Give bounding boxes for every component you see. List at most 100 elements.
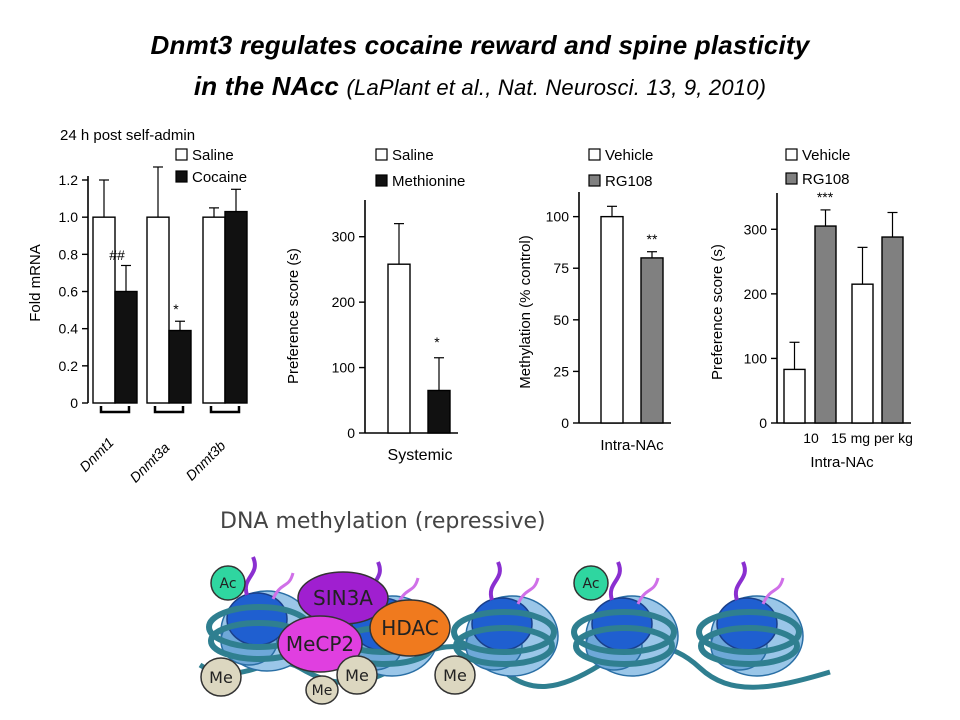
bar-saline-1 [92,216,116,404]
histone-tail [271,572,295,600]
group-bracket [99,406,131,414]
histone-core-front [471,597,533,651]
y-tick-label: 200 [332,294,356,310]
legend-swatch [588,148,601,161]
y-tick-label: 300 [332,229,356,245]
y-axis-label: Preference score (s) [285,248,302,384]
me-marker-shape [336,655,378,695]
slide-title-line2: in the NAcc (LaPlant et al., Nat. Neuros… [0,71,960,102]
mecp2-protein-shape [277,615,363,673]
y-tick-label: 0 [561,415,569,431]
significance-annotation: * [173,301,179,317]
legend-label: RG108 [605,173,653,190]
bar-cocaine-1 [114,290,138,404]
x-category-label: 15 mg per kg [831,430,913,446]
x-category-label: 10 [803,430,819,446]
y-tick-label: 1.2 [59,172,79,188]
ac-marker-shape [573,565,609,601]
histone-tail [761,577,785,605]
significance-annotation: * [434,334,440,350]
y-tick-label: 75 [553,260,569,276]
y-axis-label: Fold mRNA [27,244,44,322]
histone-core-front [591,597,653,651]
histone-tail [243,556,257,596]
legend-label: Saline [392,147,434,164]
y-tick-label: 0.4 [59,321,79,337]
legend-swatch [375,148,388,161]
bar-cocaine-2 [168,329,192,404]
histone-tail [733,561,747,601]
bar-methionine-1 [427,389,451,434]
hdac-protein-label: HDAC [381,616,438,640]
diagram-heading: DNA methylation (repressive) [220,509,546,534]
histone-tail [636,577,660,605]
legend-swatch [785,148,798,161]
histone-tail [516,577,540,605]
nucleosome-5 [696,561,804,677]
histone-tail [488,561,502,601]
x-category-label: Intra-NAc [600,437,664,454]
y-tick-label: 100 [744,350,768,366]
me-marker-shape [434,655,476,695]
y-tick-label: 0 [70,395,78,411]
legend-label: Cocaine [192,169,247,186]
y-tick-label: 0 [759,415,767,431]
legend-swatch [375,174,388,187]
y-tick-label: 50 [553,312,569,328]
y-tick-label: 25 [553,363,569,379]
y-axis-label: Methylation (% control) [517,235,534,388]
y-axis-label: Preference score (s) [709,244,726,380]
me-marker-label: Me [443,666,467,685]
x-category-label: Systemic [388,447,453,464]
legend-label: RG108 [802,171,850,188]
nucleosome-3 [451,561,559,677]
y-tick-label: 1.0 [59,209,79,225]
histone-core-front [226,592,288,646]
legend-swatch [175,170,188,183]
nucleosome-4 [571,561,679,677]
histone-core-front [716,597,778,651]
sin3a-protein-label: SIN3A [313,586,373,610]
hdac-protein-shape [369,599,451,657]
x-axis-label: Intra-NAc [810,454,874,471]
bar-vehicle-1 [783,368,806,424]
legend-swatch [588,174,601,187]
y-tick-label: 100 [332,360,356,376]
legend-label: Vehicle [605,147,653,164]
bar-rg108-2 [881,236,904,424]
bar-vehicle-1 [600,215,624,424]
bar-rg108-1 [640,257,664,424]
group-bracket [209,406,241,414]
legend-label: Methionine [392,173,465,190]
bar-rg108-1 [814,225,837,424]
mecp2-protein-label: MeCP2 [286,632,354,656]
significance-annotation: ** [647,231,658,247]
legend-swatch [175,148,188,161]
y-tick-label: 0.6 [59,284,79,300]
bar-saline-3 [202,216,226,404]
bar-cocaine-3 [224,210,248,404]
dna-wrap [573,625,675,667]
legend-swatch [785,172,798,185]
chart-title: 24 h post self-admin [60,127,195,144]
ac-marker-shape [210,565,246,601]
legend-label: Saline [192,147,234,164]
x-category-label: Dnmt3b [182,437,228,483]
bar-vehicle-2 [851,283,874,424]
significance-annotation: *** [817,189,834,205]
slide-title-main: in the NAcc [193,71,340,101]
bar-saline-2 [146,216,170,404]
slide-title-citation: (LaPlant et al., Nat. Neurosci. 13, 9, 2… [346,75,767,100]
dna-wrap [453,625,555,667]
me-marker-label: Me [345,666,369,685]
y-tick-label: 0 [347,425,355,441]
bar-saline-1 [387,263,411,434]
y-tick-label: 0.2 [59,358,79,374]
ac-marker-label: Ac [219,576,236,592]
y-tick-label: 100 [546,209,570,225]
